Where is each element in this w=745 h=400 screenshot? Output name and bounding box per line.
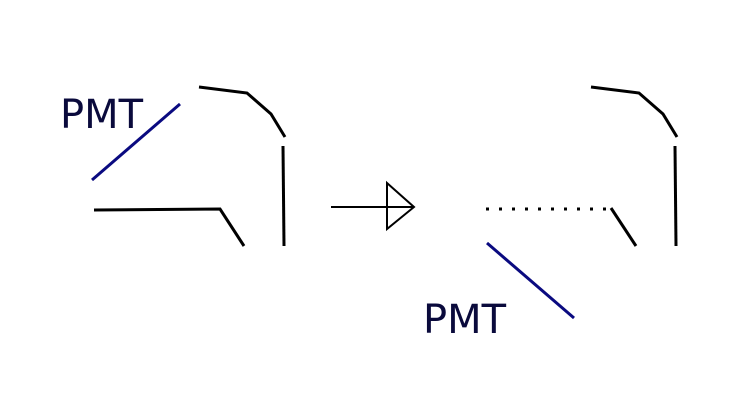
left-right-wall xyxy=(281,145,286,247)
arrow-head xyxy=(386,180,416,232)
left-pmt-line xyxy=(91,102,181,182)
right-top-curve xyxy=(590,85,679,138)
right-ledge-drop xyxy=(609,207,638,247)
left-bottom-ledge xyxy=(93,207,246,247)
left-pmt-label: PMT xyxy=(60,92,144,138)
right-pmt-label: PMT xyxy=(423,297,507,343)
left-configuration: PMT xyxy=(60,85,287,247)
right-configuration: PMT xyxy=(423,85,679,343)
transition-arrow xyxy=(331,180,416,232)
left-top-curve xyxy=(198,85,287,138)
right-right-wall xyxy=(673,145,678,247)
right-pmt-line xyxy=(486,241,575,320)
